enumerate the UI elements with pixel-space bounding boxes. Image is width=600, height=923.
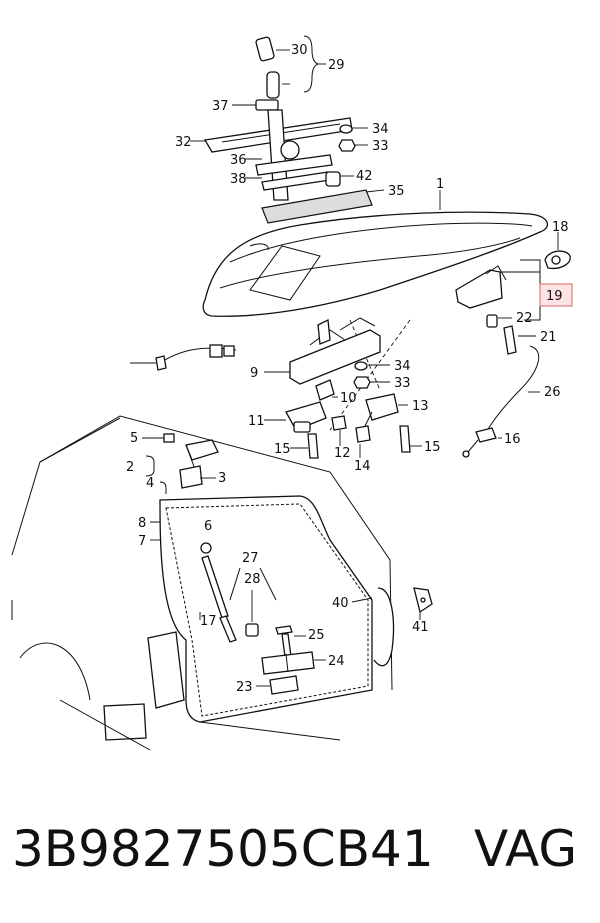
wiring-harness — [130, 344, 237, 371]
label-1: 1 — [436, 177, 444, 192]
label-19: 19 — [546, 289, 563, 304]
label-33-lower: 33 — [394, 376, 411, 391]
part-number: 3B9827505CB41 — [12, 820, 434, 878]
label-32: 32 — [175, 135, 192, 150]
label-7: 7 — [138, 534, 146, 549]
label-25: 25 — [308, 628, 325, 643]
label-26: 26 — [544, 385, 561, 400]
label-35: 35 — [388, 184, 405, 199]
handle-plate — [190, 99, 353, 201]
label-23: 23 — [236, 680, 253, 695]
highlight-box — [539, 283, 573, 307]
label-11: 11 — [248, 414, 265, 429]
label-17: 17 — [200, 614, 217, 629]
label-41: 42 — [356, 169, 373, 184]
vehicle-body — [11, 415, 395, 751]
strut-bracket — [229, 567, 277, 637]
label-33-upper: 33 — [372, 139, 389, 154]
label-34-upper: 34 — [372, 122, 389, 137]
brand-name: VAG — [474, 820, 578, 878]
label-27: 27 — [242, 551, 259, 566]
callout-labels: 30 29 37 32 34 33 36 38 42 35 1 18 19 22… — [126, 43, 569, 695]
label-12: 12 — [334, 446, 351, 461]
label-3: 3 — [218, 471, 226, 486]
label-15-left: 15 — [274, 442, 291, 457]
tailgate-panel — [202, 190, 549, 317]
label-38: 37 — [212, 99, 229, 114]
label-9: 9 — [250, 366, 258, 381]
parts-diagram: 30 29 37 32 34 33 36 38 42 35 1 18 19 22… — [11, 35, 573, 751]
label-36: 40 — [332, 596, 349, 611]
seal-and-bracket — [351, 587, 433, 620]
label-15-right: 15 — [424, 440, 441, 455]
label-14: 14 — [354, 459, 371, 474]
label-2: 2 — [126, 460, 134, 475]
label-24: 24 — [328, 654, 345, 669]
label-5: 5 — [130, 431, 138, 446]
label-22: 22 — [516, 311, 533, 326]
washer-nut-lower — [315, 361, 390, 401]
latch-parts — [264, 393, 422, 459]
label-28: 28 — [244, 572, 261, 587]
label-37: 36 — [230, 153, 247, 168]
label-18: 18 — [552, 220, 569, 235]
footer: 3B9827505CB41 VAG — [0, 812, 600, 912]
label-4: 4 — [146, 476, 154, 491]
label-13: 13 — [412, 399, 429, 414]
release-cable — [462, 345, 540, 458]
label-29: 29 — [328, 58, 345, 73]
label-10: 10 — [340, 391, 357, 406]
label-6: 6 — [204, 519, 212, 534]
label-34-lower: 34 — [394, 359, 411, 374]
key-cylinder-assembly — [255, 35, 326, 99]
washer-nut-upper — [325, 124, 368, 187]
gas-strut — [199, 542, 237, 643]
lock-mechanism — [264, 317, 381, 385]
label-39: 38 — [230, 172, 247, 187]
seal-pad — [261, 189, 385, 224]
hinge-assembly — [455, 232, 571, 355]
striker-assembly — [256, 625, 326, 695]
label-40: 41 — [412, 620, 429, 635]
label-8: 8 — [138, 516, 146, 531]
label-30: 30 — [291, 43, 308, 58]
label-21: 21 — [540, 330, 557, 345]
label-16: 16 — [504, 432, 521, 447]
